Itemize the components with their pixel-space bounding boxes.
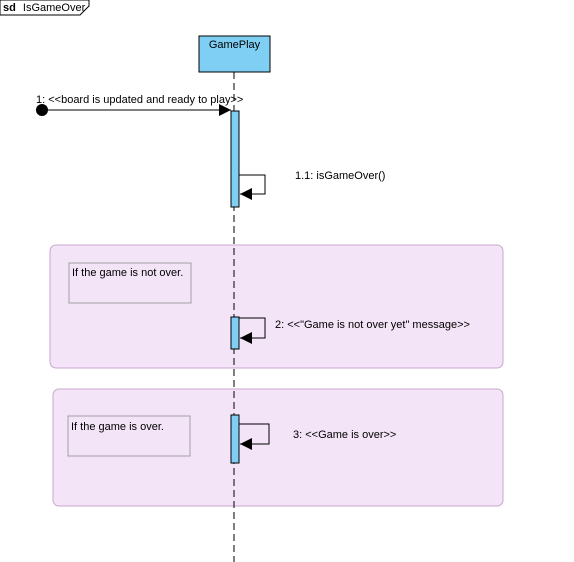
message-1-label: 1: <<board is updated and ready to play>… xyxy=(36,94,243,106)
guard-box xyxy=(68,262,192,304)
guard-box xyxy=(67,415,191,457)
activation-bar-3 xyxy=(230,414,240,464)
self-message-arrow xyxy=(239,317,266,344)
message-3[interactable]: 3: <<Game is over>> xyxy=(239,423,396,450)
message-2[interactable]: 2: <<"Game is not over yet" message>> xyxy=(239,317,470,344)
message-1-1[interactable]: 1.1: isGameOver() xyxy=(239,170,385,200)
fragment-over[interactable]: If the game is over. xyxy=(52,388,504,507)
fragment-not-over[interactable]: If the game is not over. xyxy=(49,244,504,369)
guard-not-over: If the game is not over. xyxy=(72,267,183,279)
self-message-arrow xyxy=(239,423,270,450)
activation-bar-1 xyxy=(230,110,240,208)
frame-header: sd IsGameOver xyxy=(0,0,90,16)
lifeline-box xyxy=(198,35,271,73)
frame-name: IsGameOver xyxy=(23,2,86,14)
message-2-label: 2: <<"Game is not over yet" message>> xyxy=(275,319,470,331)
message-3-label: 3: <<Game is over>> xyxy=(293,429,396,441)
lifeline-head-gameplay[interactable]: GamePlay xyxy=(198,35,271,73)
svg-text:sd IsGameOver: sd IsGameOver xyxy=(3,2,86,14)
guard-over: If the game is over. xyxy=(71,421,164,433)
activation-bar-2 xyxy=(230,316,240,350)
self-message-arrow xyxy=(239,174,266,200)
lifeline-name: GamePlay xyxy=(209,39,261,51)
frame-keyword: sd xyxy=(3,2,16,14)
message-1[interactable]: 1: <<board is updated and ready to play>… xyxy=(36,94,243,116)
message-1-1-label: 1.1: isGameOver() xyxy=(295,170,385,182)
